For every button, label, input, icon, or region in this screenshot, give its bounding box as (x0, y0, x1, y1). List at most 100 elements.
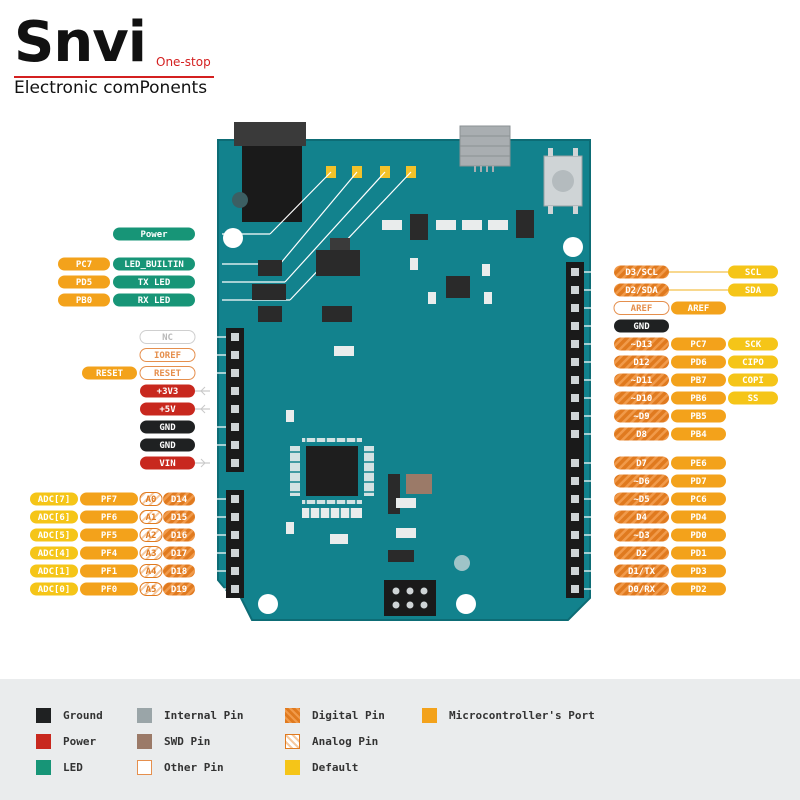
pin-right-right_bottom-0-port-text: PE6 (690, 459, 706, 469)
pin-right-right_top-6-default-text: COPI (742, 376, 764, 386)
legend-item-ground: Ground (36, 708, 103, 723)
pin-right-right_bottom-4-digital-text: ~D3 (633, 531, 649, 541)
arrow-in-icon (200, 386, 206, 396)
pin-right-right_top-5-port: PD6 (671, 355, 726, 369)
pin-right-right_top-3-gnd-text: GND (633, 322, 650, 332)
legend-swatch-digital (285, 708, 300, 723)
pin-left-power-5: GND (140, 420, 195, 434)
pin-right-right_bottom-6-port-text: PD3 (690, 567, 706, 577)
pin-right-right_top-0-default: SCL (728, 265, 778, 279)
pin-right-right_top-9-port: PB4 (671, 427, 726, 441)
legend-label: Digital Pin (312, 709, 385, 722)
pin-analog-0-a: A0 (139, 492, 163, 506)
legend-swatch-other (137, 760, 152, 775)
pin-left-power-7: VIN (140, 456, 195, 470)
pin-right-right_top-6-port: PB7 (671, 373, 726, 387)
pin-right-right_top-7-default: SS (728, 391, 778, 405)
mount-hole (258, 594, 278, 614)
pin-right-right_top-0-digital: D3/SCL (614, 265, 669, 279)
pin-analog-3-a: A3 (139, 546, 163, 560)
legend-label: Ground (63, 709, 103, 722)
pin-analog-2-a: A2 (139, 528, 163, 542)
legend-swatch-analog (285, 734, 300, 749)
pin-right-right_top-9-digital: D8 (614, 427, 669, 441)
pin-right-right_bottom-5-digital-text: D2 (636, 549, 647, 559)
pin-right-right_bottom-2-port-text: PC6 (690, 495, 706, 505)
legend-label: Internal Pin (164, 709, 244, 722)
pin-right-right_top-7-digital: ~D10 (614, 391, 669, 405)
pin-right-right_top-2-other-text: AREF (631, 304, 653, 314)
brand-tagline: One-stop (156, 55, 211, 69)
pin-analog-3-adc-text: ADC[4] (38, 549, 71, 559)
pin-analog-5-port-text: PF0 (101, 585, 117, 595)
pin-analog-4-port-text: PF1 (101, 567, 117, 577)
legend-swatch-port (422, 708, 437, 723)
legend-swatch-power (36, 734, 51, 749)
passives (286, 220, 508, 544)
pin-right-right_bottom-0-digital: D7 (614, 456, 669, 470)
header-pin-left-power (231, 351, 239, 359)
pin-analog-5-a-text: A5 (146, 585, 157, 595)
pin-right-right_top-6-digital-text: ~D11 (631, 376, 653, 386)
pin-right-right_bottom-2-digital-text: ~D5 (633, 495, 649, 505)
pin-right-right_bottom-0-digital-text: D7 (636, 459, 647, 469)
header-pin-left-power (231, 459, 239, 467)
header-pin-right (571, 268, 579, 276)
header-pin-right (571, 459, 579, 467)
header-pin-right (571, 304, 579, 312)
pin-analog-0-d-text: D14 (171, 495, 188, 505)
header-pin-right (571, 567, 579, 575)
pin-analog-4-a-text: A4 (146, 567, 157, 577)
pin-analog-1-port: PF6 (80, 510, 138, 524)
label-led-rx-name: RX LED (113, 293, 195, 307)
header-pin-right (571, 513, 579, 521)
label-led-tx-port: PD5 (58, 275, 110, 289)
header-pin-left-analog (231, 513, 239, 521)
pin-analog-0-port: PF7 (80, 492, 138, 506)
pin-left-power-0-text: NC (162, 333, 173, 343)
dc-jack (234, 122, 306, 146)
header-pin-left-analog (231, 585, 239, 593)
header-pin-right (571, 495, 579, 503)
pin-right-right_top-7-default-text: SS (748, 394, 759, 404)
pin-left-power-2: RESET (139, 366, 196, 380)
pin-analog-5-adc: ADC[0] (30, 582, 78, 596)
legend-item-internal: Internal Pin (137, 708, 243, 723)
pin-analog-2-a-text: A2 (146, 531, 157, 541)
label-led-builtin-name-text: LED_BUILTIN (124, 260, 184, 270)
pin-analog-2-port-text: PF5 (101, 531, 117, 541)
header-pin-left-power (231, 387, 239, 395)
pin-right-right_top-0-digital-text: D3/SCL (625, 268, 658, 278)
pin-analog-5-d-text: D19 (171, 585, 187, 595)
pin-right-right_bottom-4-port: PD0 (671, 528, 726, 542)
pin-right-right_bottom-7-digital-text: D0/RX (628, 585, 656, 595)
pin-right-right_top-2-other: AREF (613, 301, 670, 315)
mount-hole (456, 594, 476, 614)
pin-right-right_bottom-7-port: PD2 (671, 582, 726, 596)
brand-logo: Snvi One-stop Electronic comPonents (14, 8, 234, 98)
pin-left-power-4-text: +5V (159, 405, 176, 415)
pin-analog-5-port: PF0 (80, 582, 138, 596)
pin-right-right_bottom-3-digital: D4 (614, 510, 669, 524)
pin-left-power-0: NC (139, 330, 196, 344)
pin-right-right_top-9-digital-text: D8 (636, 430, 647, 440)
icsp-header (384, 580, 436, 616)
pin-right-right_bottom-1-port: PD7 (671, 474, 726, 488)
pin-left-power-3: +3V3 (140, 384, 195, 398)
pin-right-right_top-4-default-text: SCK (745, 340, 762, 350)
legend-swatch-default (285, 760, 300, 775)
pin-left-power-1-text: IOREF (154, 351, 181, 361)
pin-analog-3-d: D17 (163, 546, 195, 560)
pin-right-right_bottom-4-port-text: PD0 (690, 531, 706, 541)
header-left-power (226, 328, 244, 472)
pin-right-right_bottom-7-digital: D0/RX (614, 582, 669, 596)
legend-item-other: Other Pin (137, 760, 224, 775)
pin-analog-3-adc: ADC[4] (30, 546, 78, 560)
header-pin-left-power (231, 441, 239, 449)
pin-right-right_bottom-6-port: PD3 (671, 564, 726, 578)
pin-left-power-3-text: +3V3 (157, 387, 179, 397)
label-led-tx-port-text: PD5 (76, 278, 92, 288)
header-pin-right (571, 412, 579, 420)
header-pin-right (571, 286, 579, 294)
